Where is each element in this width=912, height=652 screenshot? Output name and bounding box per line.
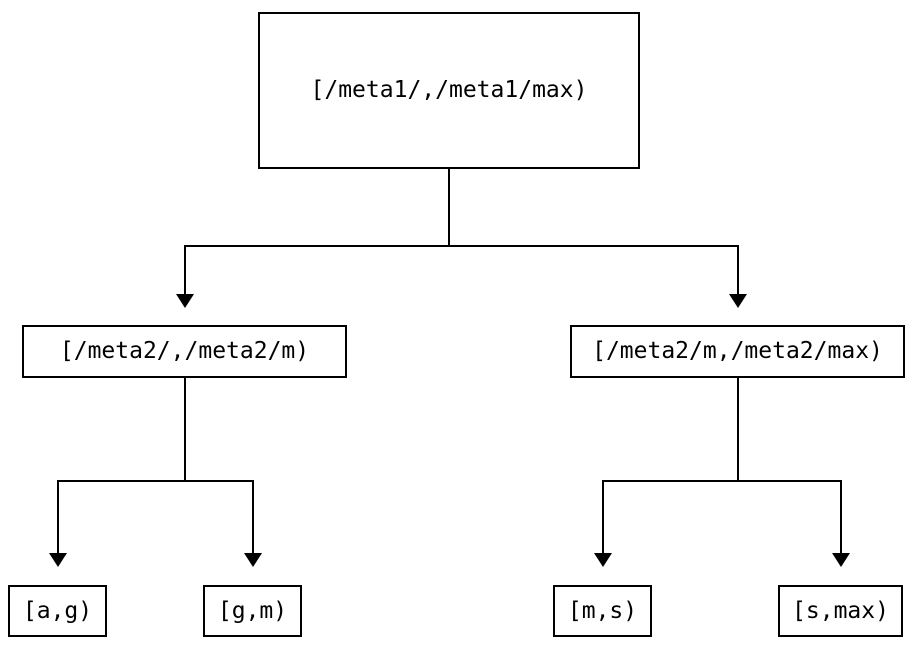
connector-meta2-low-to-leaf-a-g (56, 480, 59, 554)
connector-meta2-low-to-leaf-g-m (251, 480, 254, 554)
tree-node-root: [/meta1/,/meta1/max) (258, 12, 640, 169)
connector-level2-right-horizontal (601, 480, 842, 482)
tree-node-root-label: [/meta1/,/meta1/max) (310, 77, 588, 103)
connector-level2-left-horizontal (56, 480, 254, 482)
arrow-down-icon (175, 294, 194, 308)
arrow-down-icon (728, 294, 747, 308)
tree-leaf-g-m: [g,m) (203, 585, 302, 637)
connector-root-to-meta2-high (736, 245, 739, 295)
tree-node-meta2-low: [/meta2/,/meta2/m) (22, 325, 347, 378)
arrow-down-icon (243, 553, 262, 567)
connector-root-stem (448, 169, 450, 247)
connector-root-to-meta2-low (183, 245, 186, 295)
connector-meta2-high-to-leaf-m-s (601, 480, 604, 554)
tree-leaf-a-g: [a,g) (8, 585, 107, 637)
connector-meta2-high-to-leaf-s-max (839, 480, 842, 554)
connector-meta2-low-stem (183, 378, 186, 482)
tree-leaf-m-s-label: [m,s) (567, 597, 638, 624)
arrow-down-icon (831, 553, 850, 567)
connector-level1-horizontal (183, 245, 739, 247)
tree-node-meta2-low-label: [/meta2/,/meta2/m) (59, 338, 310, 364)
tree-leaf-a-g-label: [a,g) (22, 597, 93, 624)
tree-node-meta2-high-label: [/meta2/m,/meta2/max) (592, 338, 883, 364)
tree-leaf-s-max-label: [s,max) (792, 597, 889, 624)
tree-leaf-m-s: [m,s) (553, 585, 652, 637)
connector-meta2-high-stem (736, 378, 739, 482)
arrow-down-icon (48, 553, 67, 567)
tree-leaf-s-max: [s,max) (778, 585, 903, 637)
tree-leaf-g-m-label: [g,m) (217, 597, 288, 624)
arrow-down-icon (593, 553, 612, 567)
tree-node-meta2-high: [/meta2/m,/meta2/max) (570, 325, 905, 378)
